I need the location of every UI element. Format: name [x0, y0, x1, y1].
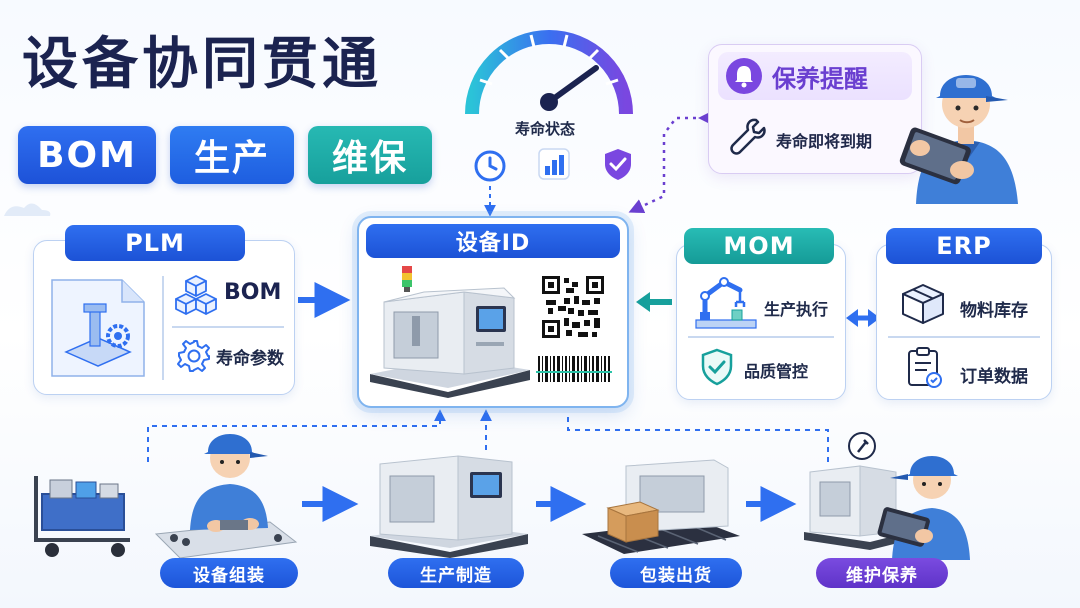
cube-icon [175, 275, 217, 315]
shield-check-icon [605, 149, 631, 180]
bell-icon [726, 58, 762, 94]
erp-panel-title: ERP [886, 228, 1042, 264]
gear-icon [177, 340, 210, 372]
mom-panel-title: MOM [684, 228, 834, 264]
clock-icon [474, 150, 506, 182]
plm-divider-h [172, 326, 284, 328]
tag-bom: BOM [18, 126, 156, 184]
gauge-icon [465, 30, 633, 115]
packaging-conveyor-illustration [582, 459, 740, 554]
mom-divider [688, 336, 834, 338]
plm-divider [162, 276, 164, 380]
production-machine-illustration [370, 455, 528, 558]
wrench-icon [730, 118, 766, 155]
box-icon [902, 284, 944, 324]
clipboard-icon [908, 347, 942, 388]
plm-item-bom: BOM [224, 280, 282, 305]
stage-maintenance: 维护保养 [816, 558, 948, 588]
maintenance-worker-illustration [804, 432, 970, 560]
worker-tablet-illustration [899, 75, 1018, 204]
reminder-header: 保养提醒 [718, 52, 912, 100]
blueprint-icon [51, 279, 145, 377]
machine-illustration [370, 266, 530, 398]
quality-shield-icon [701, 348, 733, 386]
reminder-subtitle: 寿命即将到期 [776, 132, 873, 151]
plm-panel-title: PLM [65, 225, 245, 261]
mom-item-execution: 生产执行 [764, 300, 829, 319]
stage-assembly: 设备组装 [160, 558, 298, 588]
maintenance-feedback-line [567, 412, 829, 462]
barcode-icon [536, 356, 612, 382]
gauge-label: 寿命状态 [514, 120, 575, 138]
assembly-feedback-line [147, 409, 446, 462]
reminder-title: 保养提醒 [772, 64, 868, 93]
stage-production: 生产制造 [388, 558, 524, 588]
erp-panel [876, 244, 1052, 400]
plm-item-life-params: 寿命参数 [216, 349, 284, 369]
mom-item-quality: 品质管控 [744, 362, 809, 381]
reminder-link-line [628, 110, 713, 213]
assembly-worker-illustration [154, 434, 298, 559]
robot-arm-icon [695, 277, 757, 329]
device-id-title: 设备ID [366, 224, 620, 258]
parts-cart-illustration [34, 476, 130, 557]
qr-code-icon [542, 276, 604, 338]
tag-maintenance: 维保 [308, 126, 432, 184]
erp-item-orders: 订单数据 [960, 367, 1028, 387]
page-title: 设备协同贯通 [22, 32, 382, 97]
erp-item-inventory: 物料库存 [960, 301, 1028, 321]
bar-chart-icon [538, 148, 570, 180]
stage-packaging: 包装出货 [610, 558, 742, 588]
tag-production: 生产 [170, 126, 294, 184]
cloud-decoration [4, 203, 51, 216]
erp-divider [888, 336, 1040, 338]
